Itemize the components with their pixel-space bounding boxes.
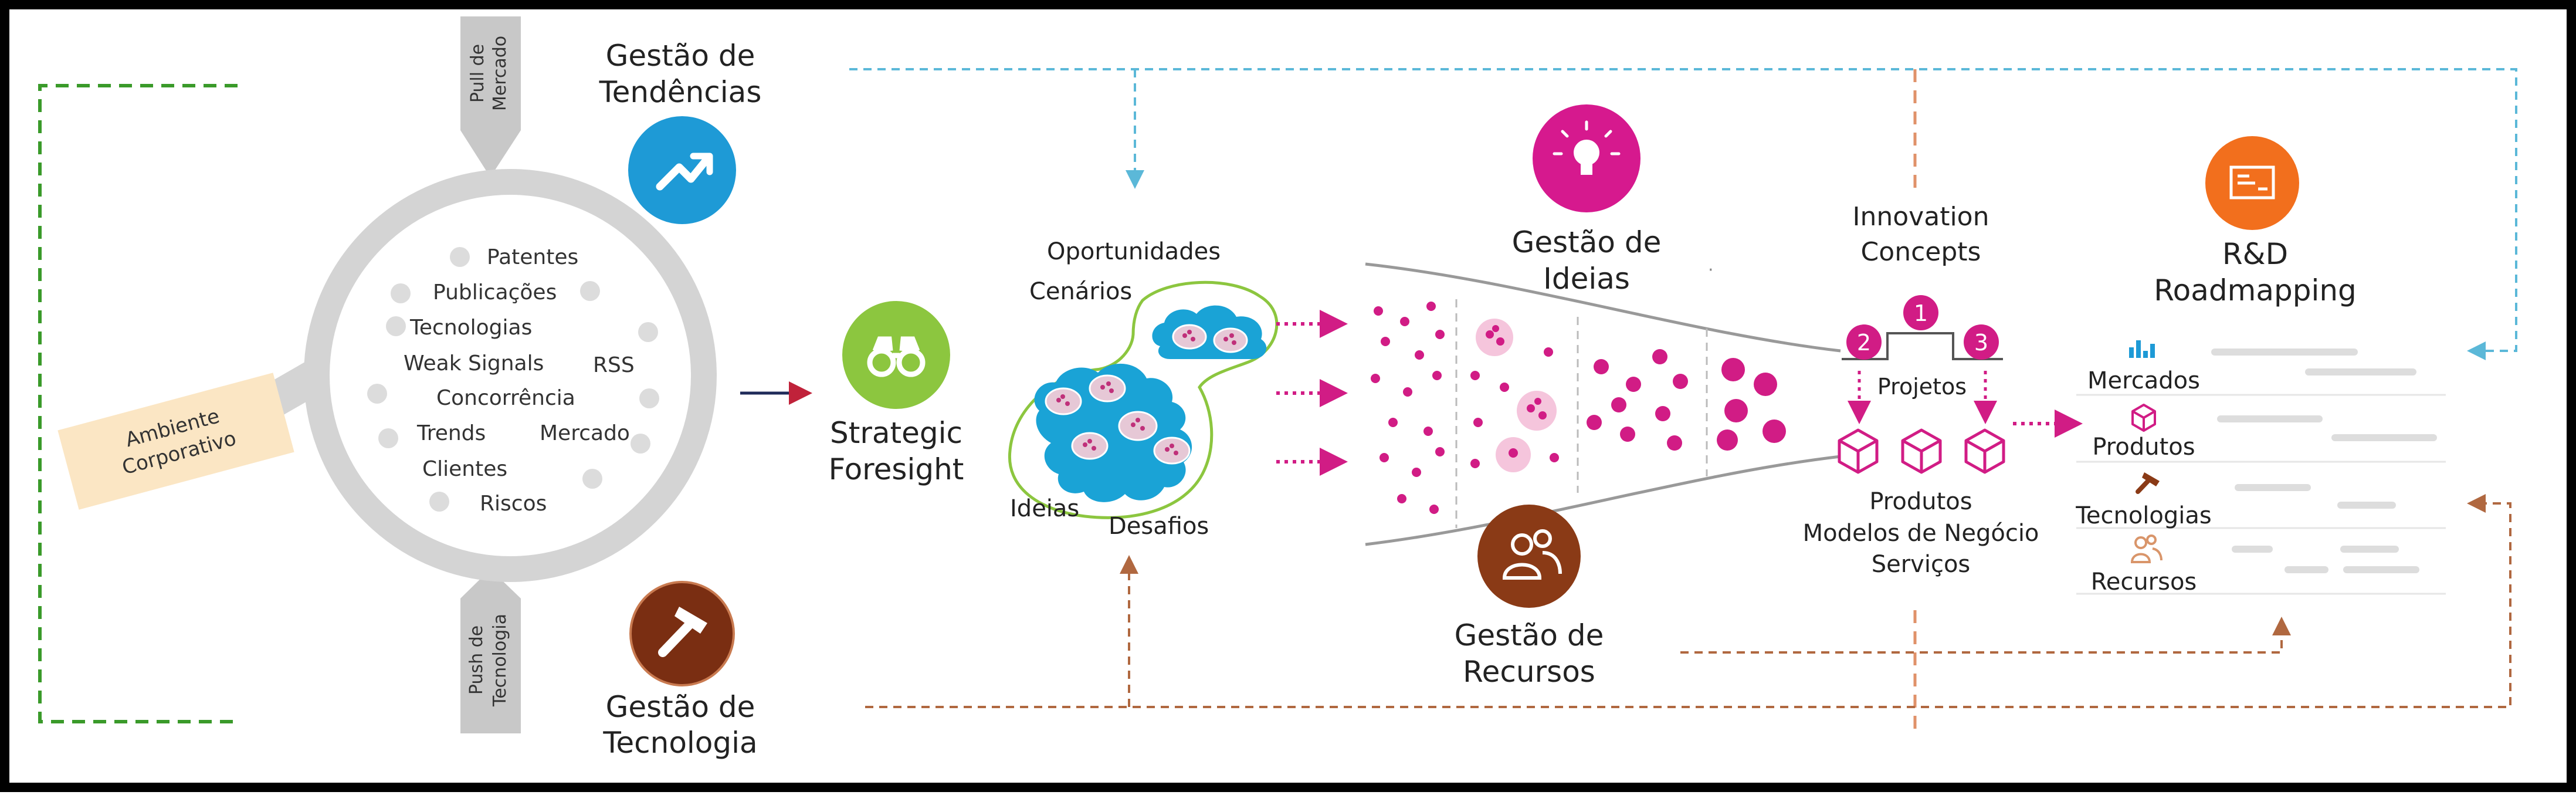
trends-title-line2: Tendências [599,75,762,109]
resources-badge [1477,505,1581,608]
resources-title-line1: Gestão de [1455,618,1604,652]
produtos-line2: Modelos de Negócio [1803,520,2039,547]
source-publicacoes: Publicações [433,280,557,305]
pull-label-line2: Mercado [490,36,510,111]
push-label-line1: Push de [466,625,487,695]
label-projetos: Projetos [1877,374,1967,400]
source-clientes: Clientes [422,457,507,481]
step-2-badge [1846,324,1882,360]
brown-feedback-loop [865,494,2511,708]
produtos-line3: Serviços [1872,551,1971,578]
label-cenarios: Cenários [1029,278,1132,305]
people-icon [1502,529,1562,580]
label-desafios: Desafios [1109,513,1209,540]
resources-title-line2: Recursos [1463,655,1595,689]
opportunity-cloud-cluster: Oportunidades Cenários Ideias Desafios [1008,238,1279,540]
rd-roadmapping: R&D Roadmapping Mer [2075,136,2446,596]
cube-icons [1838,428,2005,474]
roadmap-produtos: Produtos [2092,434,2195,461]
ideas-title-line2: Ideias [1543,262,1630,296]
trend-arrow-icon [656,153,713,191]
innovation-concepts: Innovation Concepts 1 2 3 Projetos [1803,202,2083,578]
hammer-icon [2136,472,2160,494]
rd-title-line1: R&D [2222,237,2288,271]
cube-icon [1838,428,1879,474]
ideas-title-line1: Gestão de [1512,225,1662,259]
source-riscos: Riscos [480,492,547,516]
green-dashed-bracket [38,84,238,723]
lightbulb-icon [1553,120,1621,175]
cube-icon [2131,404,2156,432]
strategic-foresight: Strategic Foresight [829,301,964,486]
technology-title-line2: Tecnologia [602,726,757,760]
rd-title-line2: Roadmapping [2154,273,2357,307]
step-2-number: 2 [1857,330,1871,356]
resources-management: Gestão de Recursos [1455,505,1604,689]
technology-management: Gestão de Tecnologia [602,581,758,760]
source-weak-signals: Weak Signals [404,351,544,375]
pull-label-line1: Pull de [467,44,488,103]
binoculars-icon [867,336,926,377]
idea-funnel [1365,262,1841,546]
roadmap-tecnologias: Tecnologias [2075,502,2212,529]
source-patentes: Patentes [487,245,578,269]
concepts-title-line2: Concepts [1861,237,1981,267]
cube-icon [1964,428,2005,474]
foresight-title-line2: Foresight [829,452,964,486]
source-concorrencia: Concorrência [436,386,575,410]
hammer-icon [658,607,707,657]
label-ideias: Ideias [1010,495,1079,522]
step-1-number: 1 [1914,300,1928,326]
ambiente-corporativo-tag: Ambiente Corporativo [57,373,294,510]
ideas-management: Gestão de Ideias · [1512,104,1714,296]
roadmap-mercados: Mercados [2087,367,2200,394]
concepts-title-line1: Innovation [1853,202,1989,232]
source-rss: RSS [593,353,635,377]
cube-icon [1901,428,1942,474]
lens-dots [367,247,659,512]
step-3-badge [1964,324,1999,360]
brown-resources-loop [1680,617,2291,654]
source-tecnologias: Tecnologias [409,316,532,340]
push-label-line2: Tecnologia [490,614,510,707]
label-oportunidades: Oportunidades [1047,238,1221,265]
magnifier-lens: Patentes Publicações Tecnologias Weak Si… [182,169,717,582]
roadmap-recursos: Recursos [2091,569,2197,596]
trends-title-line1: Gestão de [606,39,755,73]
blue-feedback-loop [849,68,2517,360]
trends-management: Gestão de Tendências [599,39,762,224]
bar-chart-icon [2129,340,2155,358]
source-trends: Trends [416,421,486,445]
push-arrow: Push de Tecnologia [460,569,521,733]
source-mercado: Mercado [540,421,630,445]
presentation-board-icon [2229,165,2275,199]
produtos-line1: Produtos [1869,488,1972,515]
ideas-tick-mark: · [1708,260,1714,280]
step-3-number: 3 [1974,330,1988,356]
technology-title-line1: Gestão de [606,690,755,724]
step-1-badge [1903,295,1938,330]
people-icon [2130,534,2163,563]
funnel-stage-2 [1470,319,1559,472]
pull-arrow: Pull de Mercado [460,16,521,177]
foresight-title-line1: Strategic [830,416,962,450]
